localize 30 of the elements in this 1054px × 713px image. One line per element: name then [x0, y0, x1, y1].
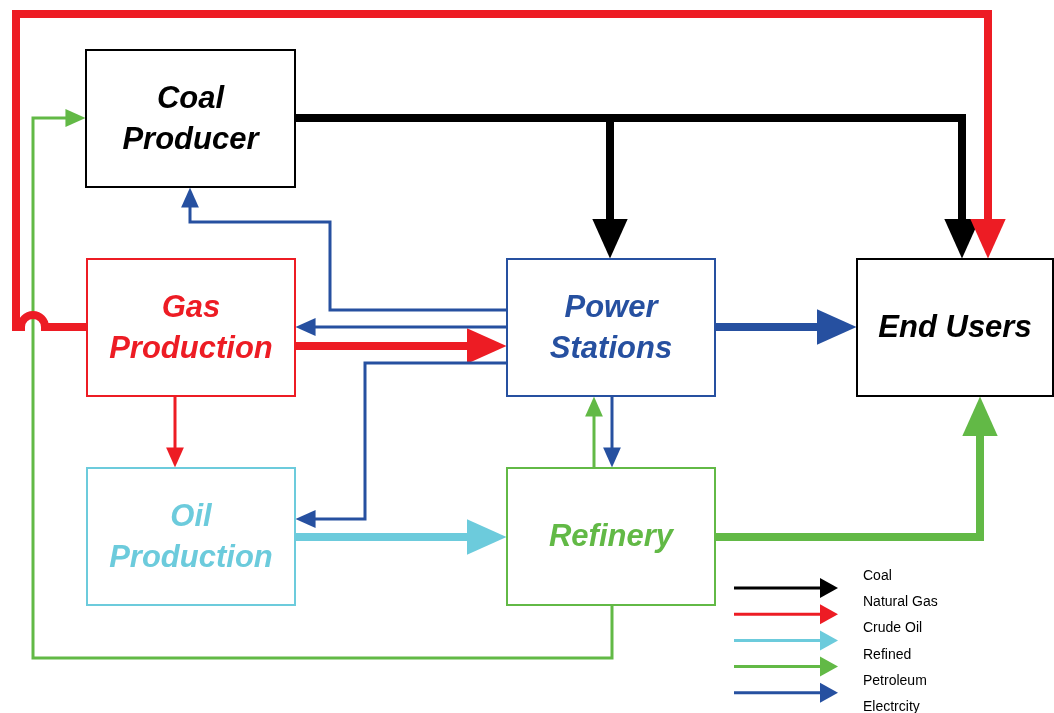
arrow	[295, 318, 506, 336]
node-label: Gas Production	[108, 288, 274, 367]
legend-label: Electrcity	[863, 698, 920, 713]
arrow	[31, 109, 614, 660]
legend-label: Petroleum	[863, 671, 927, 688]
arrow	[603, 397, 621, 468]
node-label: Coal Producer	[121, 79, 261, 158]
arrow	[166, 397, 184, 468]
legend-label: Coal	[863, 567, 892, 583]
process-box	[86, 258, 296, 397]
arrow	[585, 396, 603, 467]
process-box	[506, 467, 716, 606]
arrow	[181, 187, 506, 312]
arrow	[716, 309, 857, 345]
node-label: End Users	[878, 308, 1032, 347]
process-box	[85, 49, 296, 188]
legend-label: Refined	[863, 645, 912, 662]
node-label: Oil Production	[108, 497, 274, 576]
node-label: Power Stations	[548, 288, 674, 367]
legend-label: Crude Oil	[863, 619, 923, 636]
arrow	[296, 519, 507, 555]
legend-label: Natural Gas	[863, 593, 938, 610]
process-box	[506, 258, 716, 397]
node-label: Refinery	[548, 517, 673, 556]
arrow	[12, 10, 1006, 331]
process-box	[856, 258, 1054, 397]
process-box	[86, 467, 296, 606]
arrow	[716, 396, 998, 541]
arrow	[295, 361, 506, 528]
arrow	[296, 328, 507, 364]
